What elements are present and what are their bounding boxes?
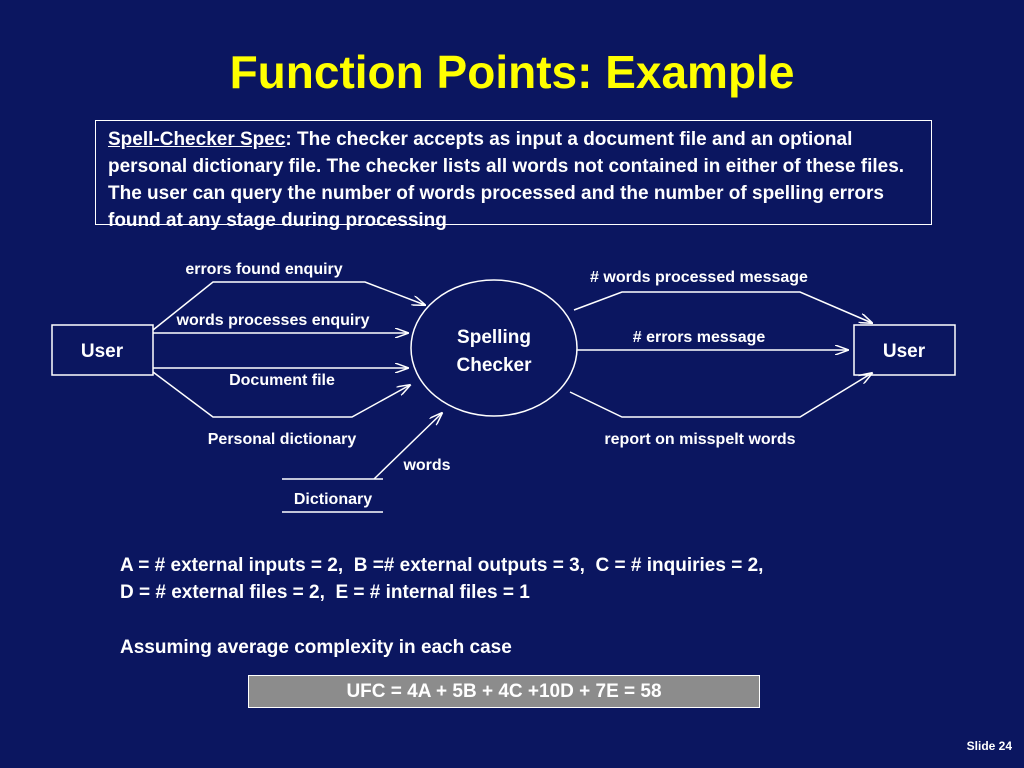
personal-dictionary-arrow	[152, 371, 410, 418]
counts-line-2: D = # external files = 2, E = # internal…	[120, 582, 530, 603]
ufc-formula-box: UFC = 4A + 5B + 4C +10D + 7E = 58	[248, 675, 760, 708]
right-user-box	[853, 324, 956, 376]
process-label-line2: Checker	[457, 355, 533, 376]
spec-text: : The checker accepts as input a documen…	[108, 129, 905, 231]
spec-box: Spell-Checker Spec: The checker accepts …	[95, 120, 932, 231]
words-processed-message-arrow	[573, 291, 872, 323]
errors-found-enquiry-arrow	[152, 281, 425, 331]
document-file-label: Document file	[229, 372, 335, 389]
left-user-label: User	[81, 341, 124, 362]
words-processes-enquiry-label: words processes enquiry	[176, 312, 370, 329]
left-user-box	[51, 324, 154, 376]
errors-message-label: # errors message	[633, 329, 766, 346]
spec-label: Spell-Checker Spec	[108, 129, 286, 150]
counts-line-1: A = # external inputs = 2, B =# external…	[120, 555, 764, 576]
errors-found-enquiry-label: errors found enquiry	[185, 261, 342, 278]
personal-dictionary-label: Personal dictionary	[208, 431, 357, 448]
slide-number: Slide 24	[966, 739, 1012, 753]
right-user-label: User	[883, 341, 926, 362]
dictionary-store-label: Dictionary	[294, 491, 372, 508]
assumption-text: Assuming average complexity in each case	[120, 637, 512, 658]
slide-title: Function Points: Example	[229, 46, 795, 98]
spelling-checker-process	[410, 279, 578, 417]
words-processed-message-label: # words processed message	[590, 269, 808, 286]
report-misspelt-label: report on misspelt words	[604, 431, 795, 448]
words-flow-label: words	[402, 457, 450, 474]
process-label-line1: Spelling	[457, 327, 531, 348]
report-misspelt-arrow	[569, 373, 872, 418]
words-flow-arrow	[373, 413, 442, 480]
